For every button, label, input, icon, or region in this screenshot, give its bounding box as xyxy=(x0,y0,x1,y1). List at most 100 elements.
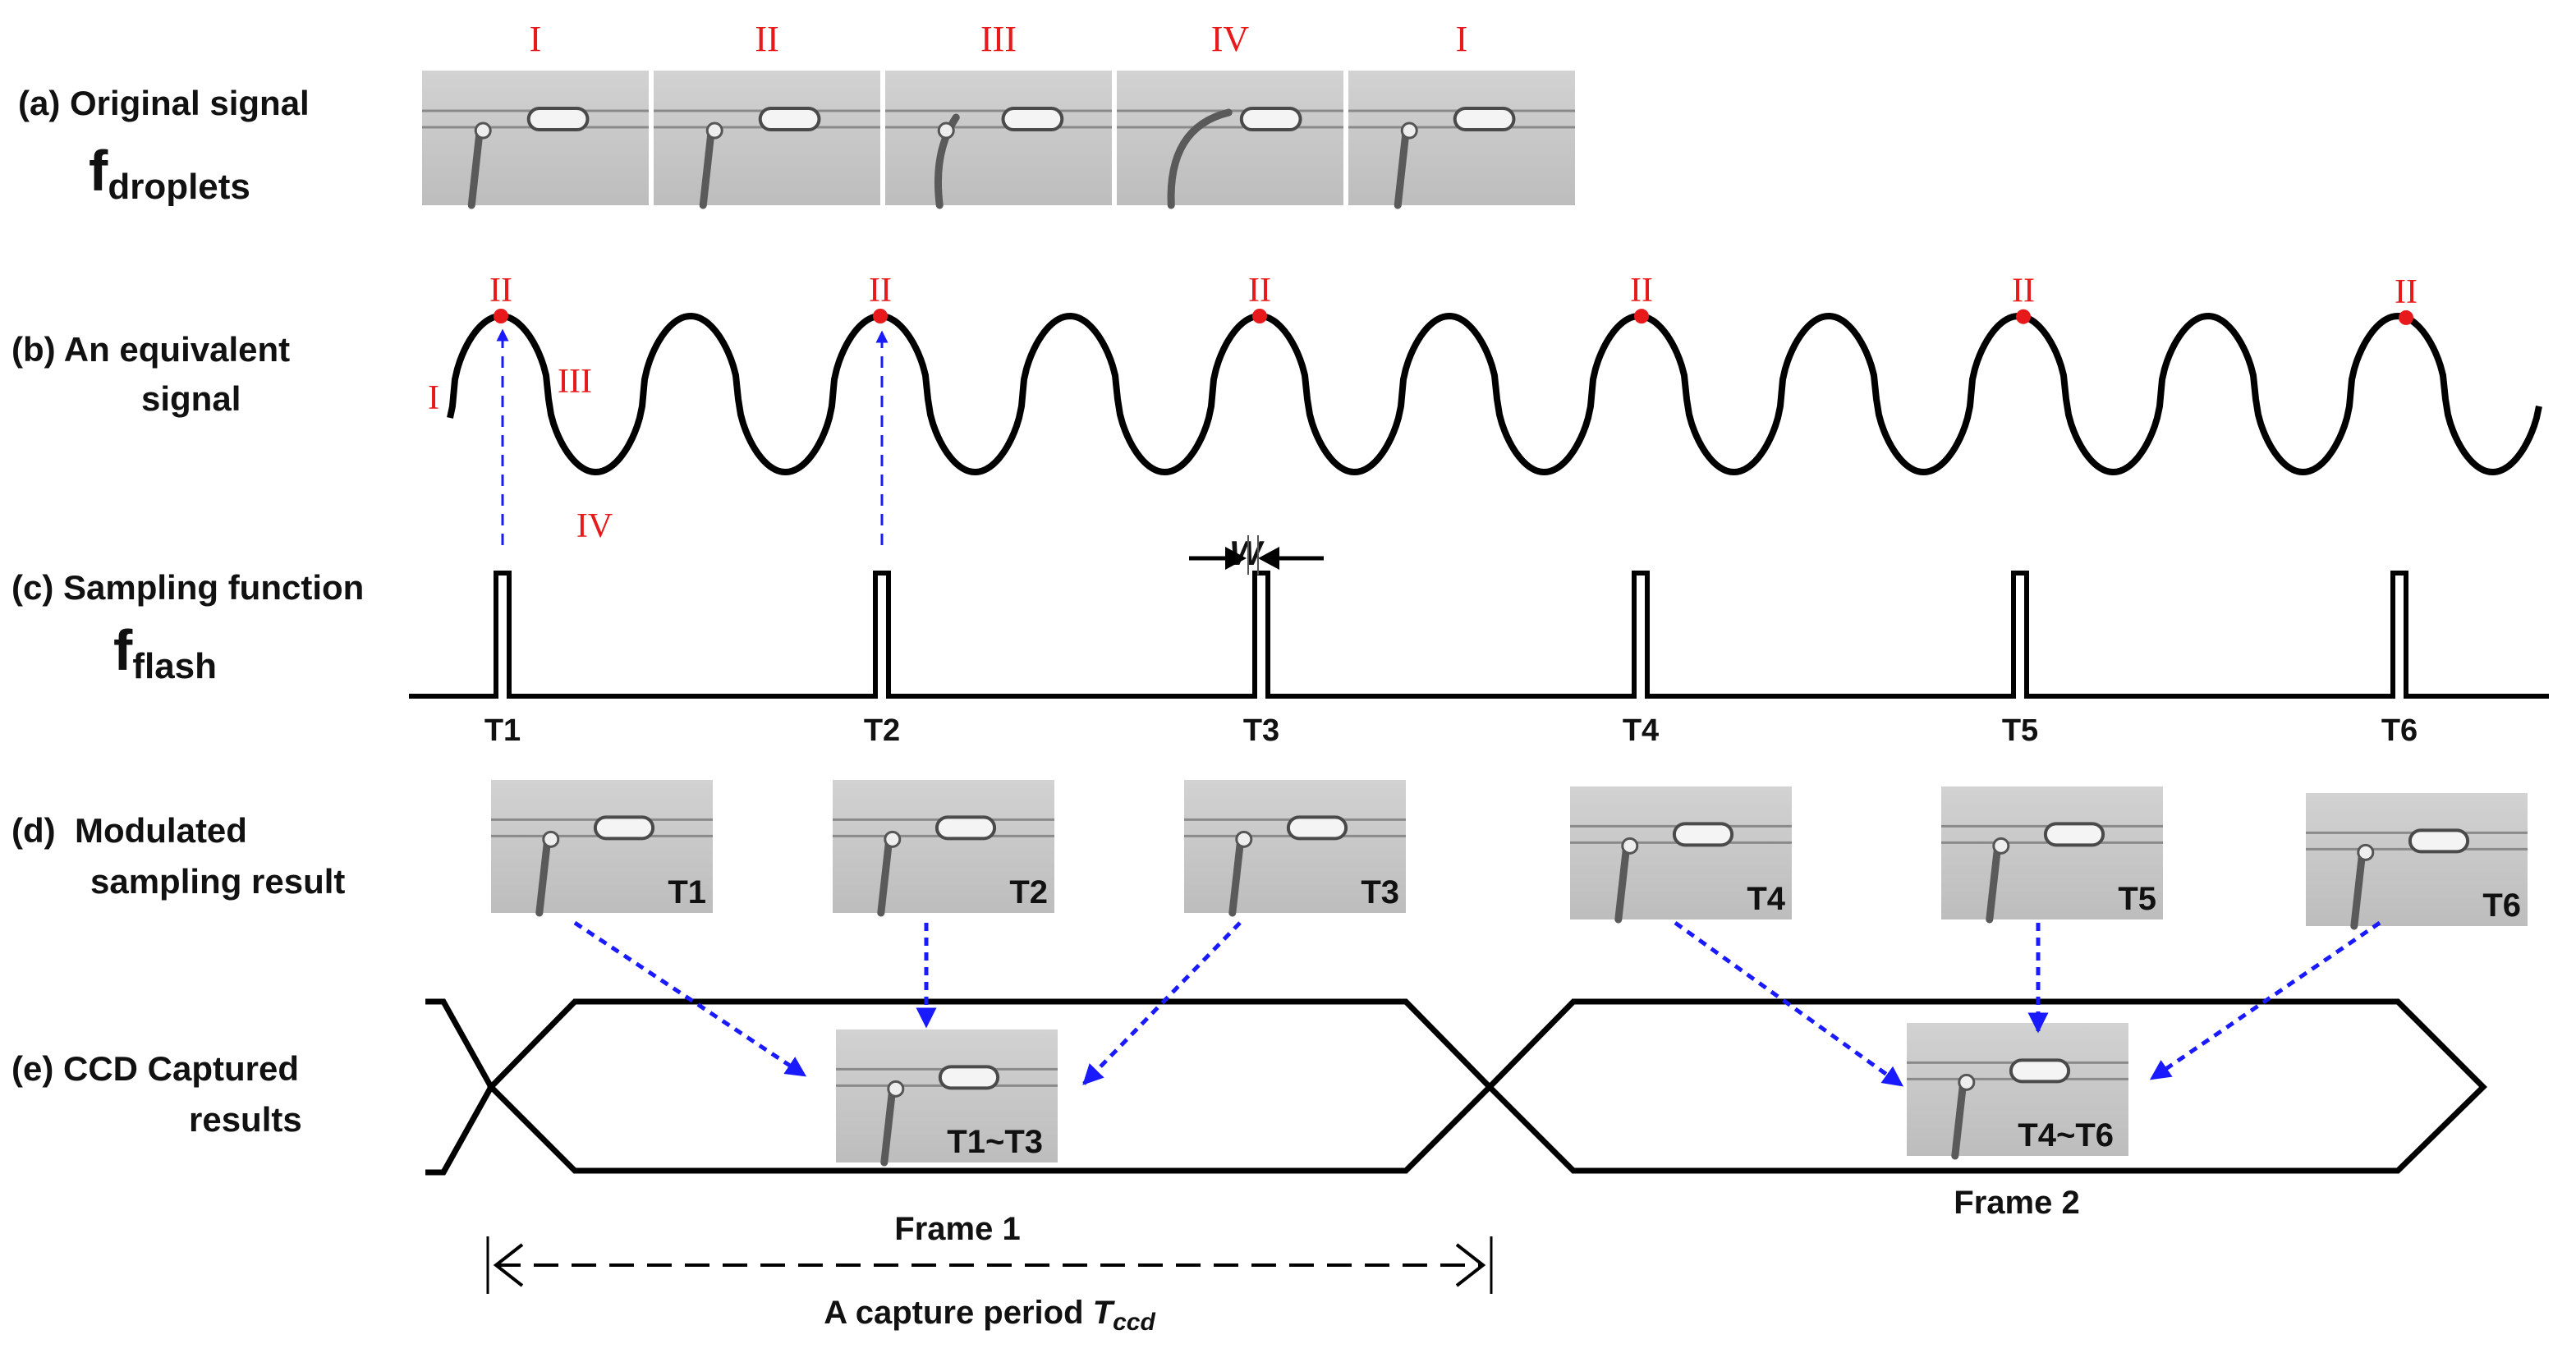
droplet xyxy=(934,815,997,841)
film-phase-label: III xyxy=(980,19,1017,59)
time-tick-label: T2 xyxy=(864,713,900,748)
film-frame xyxy=(1117,71,1343,209)
nozzle-stream xyxy=(1228,835,1245,917)
blue-arrows xyxy=(496,328,2381,1088)
frame-1-label: Frame 1 xyxy=(894,1211,1020,1247)
droplet xyxy=(1001,107,1064,132)
photo-background xyxy=(836,1030,1058,1163)
nozzle-tip xyxy=(887,1080,905,1098)
ccd-capture-photo xyxy=(836,1030,1058,1167)
nozzle-stream xyxy=(877,835,893,917)
droplet xyxy=(938,1065,1000,1090)
wave-peak-label: II xyxy=(2395,273,2418,311)
droplet xyxy=(758,107,821,132)
capture-period-dimension: A capture period Tccd xyxy=(486,1236,1493,1336)
time-tick-label: T3 xyxy=(1243,713,1279,748)
film-frame xyxy=(1348,71,1575,209)
nozzle-stream xyxy=(1986,842,2002,924)
film-phase-label: IV xyxy=(1211,19,1250,59)
row-c-symbol: fflash xyxy=(113,618,217,686)
sample-point xyxy=(873,309,888,323)
nozzle-tip xyxy=(705,122,723,140)
nozzle-tip xyxy=(474,122,492,140)
sampling-photo xyxy=(491,780,713,917)
photo-background xyxy=(1570,786,1792,919)
blue-arrow xyxy=(2149,920,2381,1081)
wave-peak-label: II xyxy=(869,272,892,310)
photo-background xyxy=(422,71,649,205)
droplet xyxy=(1239,107,1302,132)
sampling-photo xyxy=(2306,793,2528,930)
sampling-photo-label: T1 xyxy=(668,874,706,910)
frame-edge xyxy=(440,1085,494,1174)
film-frame xyxy=(654,71,880,209)
time-tick-label: T4 xyxy=(1623,713,1659,748)
nozzle-tip xyxy=(884,830,902,848)
nozzle-tip xyxy=(937,122,955,140)
wave-peak-label: II xyxy=(489,272,512,310)
droplet xyxy=(1286,815,1348,841)
row-c-label: (c) Sampling function xyxy=(11,568,364,607)
wave-phase-label: I xyxy=(428,379,439,417)
droplet xyxy=(1672,822,1734,847)
film-phase-label: I xyxy=(530,19,542,59)
photo-background xyxy=(885,71,1112,205)
ccd-capture-label: T1~T3 xyxy=(947,1124,1043,1160)
sampling-photo xyxy=(1941,786,2163,924)
nozzle-tip xyxy=(2357,843,2375,861)
time-tick-label: T6 xyxy=(2381,713,2418,748)
row-a-label: (a) Original signal xyxy=(18,84,310,122)
wave-peak-label: II xyxy=(1630,272,1653,310)
droplet xyxy=(2009,1058,2071,1084)
nozzle-stream xyxy=(699,126,715,209)
row-b-label-line2: signal xyxy=(141,379,241,418)
sampling-photo xyxy=(833,780,1054,917)
frame-2-shape xyxy=(1485,998,2487,1174)
film-phase-label: II xyxy=(755,19,778,59)
photo-background xyxy=(491,780,713,913)
nozzle-stream xyxy=(880,1085,897,1167)
blue-arrow xyxy=(1082,921,1242,1085)
film-frame xyxy=(422,71,649,209)
pulse-line xyxy=(409,571,2549,699)
blue-arrow xyxy=(1674,920,1904,1088)
droplet xyxy=(2408,828,2470,854)
wave-curve xyxy=(447,313,2542,475)
blue-arrow xyxy=(573,920,807,1078)
droplet xyxy=(2043,822,2105,847)
row-d-label-line2: sampling result xyxy=(90,862,345,901)
nozzle-stream xyxy=(1167,108,1233,209)
photo-background xyxy=(2306,793,2528,926)
time-tick-label: T5 xyxy=(2002,713,2038,748)
film-phase-label: I xyxy=(1456,19,1468,59)
droplet xyxy=(1453,107,1516,132)
row-d-label-line1: (d) Modulated xyxy=(11,811,247,850)
photo-background xyxy=(1907,1023,2128,1156)
droplet xyxy=(593,815,655,841)
photo-background xyxy=(1184,780,1406,913)
photo-background xyxy=(654,71,880,205)
sample-point xyxy=(1634,309,1649,324)
nozzle-tip xyxy=(1235,830,1253,848)
wave-phase-label: III xyxy=(558,363,592,401)
row-e-label-line2: results xyxy=(189,1100,302,1139)
sampling-photo xyxy=(1184,780,1406,917)
sampling-photo-label: T3 xyxy=(1361,874,1399,910)
wave-peak-label: II xyxy=(1248,272,1271,310)
nozzle-stream xyxy=(2350,848,2367,930)
wave-phase-label: IV xyxy=(576,507,613,545)
nozzle-stream xyxy=(535,835,552,917)
droplet xyxy=(526,107,590,132)
photo-background xyxy=(1348,71,1575,205)
sample-point xyxy=(1252,309,1267,323)
nozzle-stream xyxy=(467,126,484,209)
capture-period-label: A capture period Tccd xyxy=(824,1295,1155,1336)
film-frame xyxy=(885,71,1112,209)
nozzle-tip xyxy=(1992,837,2010,855)
photo-background xyxy=(1941,786,2163,919)
